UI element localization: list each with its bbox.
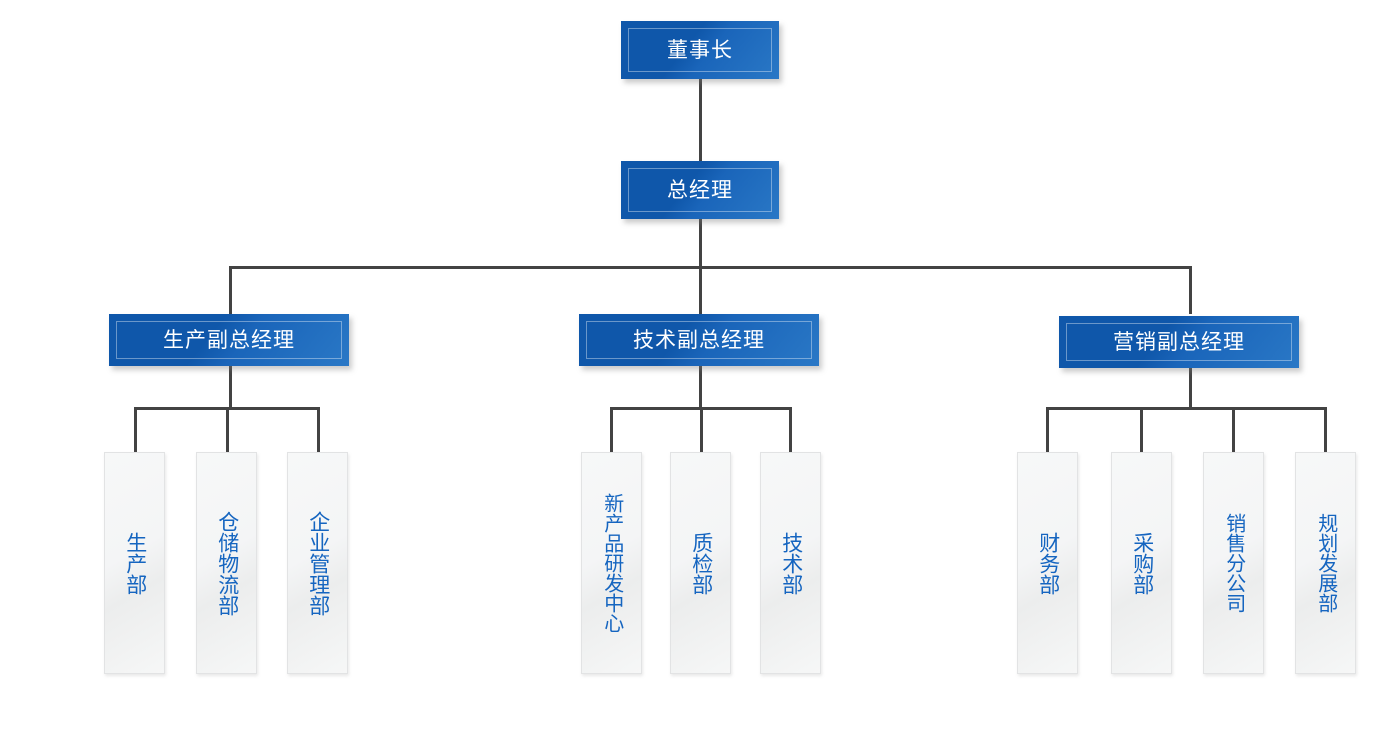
connector-marketing-bus: [1046, 407, 1327, 410]
node-vp-technology-label: 技术副总经理: [633, 328, 765, 352]
connector-drop-dept-enterprise-management: [317, 407, 320, 453]
connector-drop-dept-sales-branch: [1232, 407, 1235, 453]
node-general-manager[interactable]: 总经理: [621, 161, 779, 219]
connector-drop-dept-finance: [1046, 407, 1049, 453]
node-dept-warehouse-logistics[interactable]: 仓储物流部: [196, 452, 257, 674]
node-chairman-label: 董事长: [667, 38, 733, 62]
node-chairman[interactable]: 董事长: [621, 21, 779, 79]
connector-gm-stem: [699, 219, 702, 267]
connector-drop-dept-procurement: [1140, 407, 1143, 453]
node-vp-production[interactable]: 生产副总经理: [109, 314, 349, 366]
node-dept-enterprise-management-label: 企业管理部: [306, 510, 330, 616]
connector-drop-dept-warehouse-logistics: [226, 407, 229, 453]
connector-vp-production-stem: [229, 366, 232, 408]
node-general-manager-label: 总经理: [667, 178, 733, 202]
connector-drop-dept-production: [134, 407, 137, 453]
node-dept-production[interactable]: 生产部: [104, 452, 165, 674]
connector-vp-marketing-stem: [1189, 368, 1192, 408]
node-dept-finance[interactable]: 财务部: [1017, 452, 1078, 674]
node-vp-marketing-label: 营销副总经理: [1113, 330, 1245, 354]
node-dept-production-label: 生产部: [123, 531, 147, 595]
node-dept-quality-inspection[interactable]: 质检部: [670, 452, 731, 674]
node-dept-warehouse-logistics-label: 仓储物流部: [215, 510, 239, 616]
node-dept-finance-label: 财务部: [1036, 531, 1060, 595]
connector-drop-dept-quality-inspection: [700, 407, 703, 453]
connector-bus-to-vp-technology: [699, 266, 702, 314]
node-dept-quality-inspection-label: 质检部: [689, 531, 713, 595]
node-dept-sales-branch-label: 销售分公司: [1222, 513, 1245, 613]
connector-drop-dept-technology: [789, 407, 792, 453]
node-dept-procurement[interactable]: 采购部: [1111, 452, 1172, 674]
connector-bus-to-vp-production: [229, 266, 232, 314]
node-dept-procurement-label: 采购部: [1130, 531, 1154, 595]
node-dept-planning-development[interactable]: 规划发展部: [1295, 452, 1356, 674]
node-vp-production-label: 生产副总经理: [163, 328, 295, 352]
connector-drop-dept-new-product-rd-center: [610, 407, 613, 453]
node-vp-technology[interactable]: 技术副总经理: [579, 314, 819, 366]
node-vp-marketing[interactable]: 营销副总经理: [1059, 316, 1299, 368]
node-dept-enterprise-management[interactable]: 企业管理部: [287, 452, 348, 674]
connector-vp-technology-stem: [699, 366, 702, 408]
node-dept-planning-development-label: 规划发展部: [1314, 513, 1337, 613]
connector-drop-dept-planning-development: [1324, 407, 1327, 453]
connector-level3-bus: [229, 266, 1191, 269]
node-dept-technology-label: 技术部: [779, 531, 803, 595]
node-dept-new-product-rd-center[interactable]: 新产品研发中心: [581, 452, 642, 674]
node-dept-sales-branch[interactable]: 销售分公司: [1203, 452, 1264, 674]
node-dept-technology[interactable]: 技术部: [760, 452, 821, 674]
connector-chairman-to-gm: [699, 79, 702, 161]
node-dept-new-product-rd-center-label: 新产品研发中心: [600, 493, 623, 633]
connector-bus-to-vp-marketing: [1189, 266, 1192, 314]
